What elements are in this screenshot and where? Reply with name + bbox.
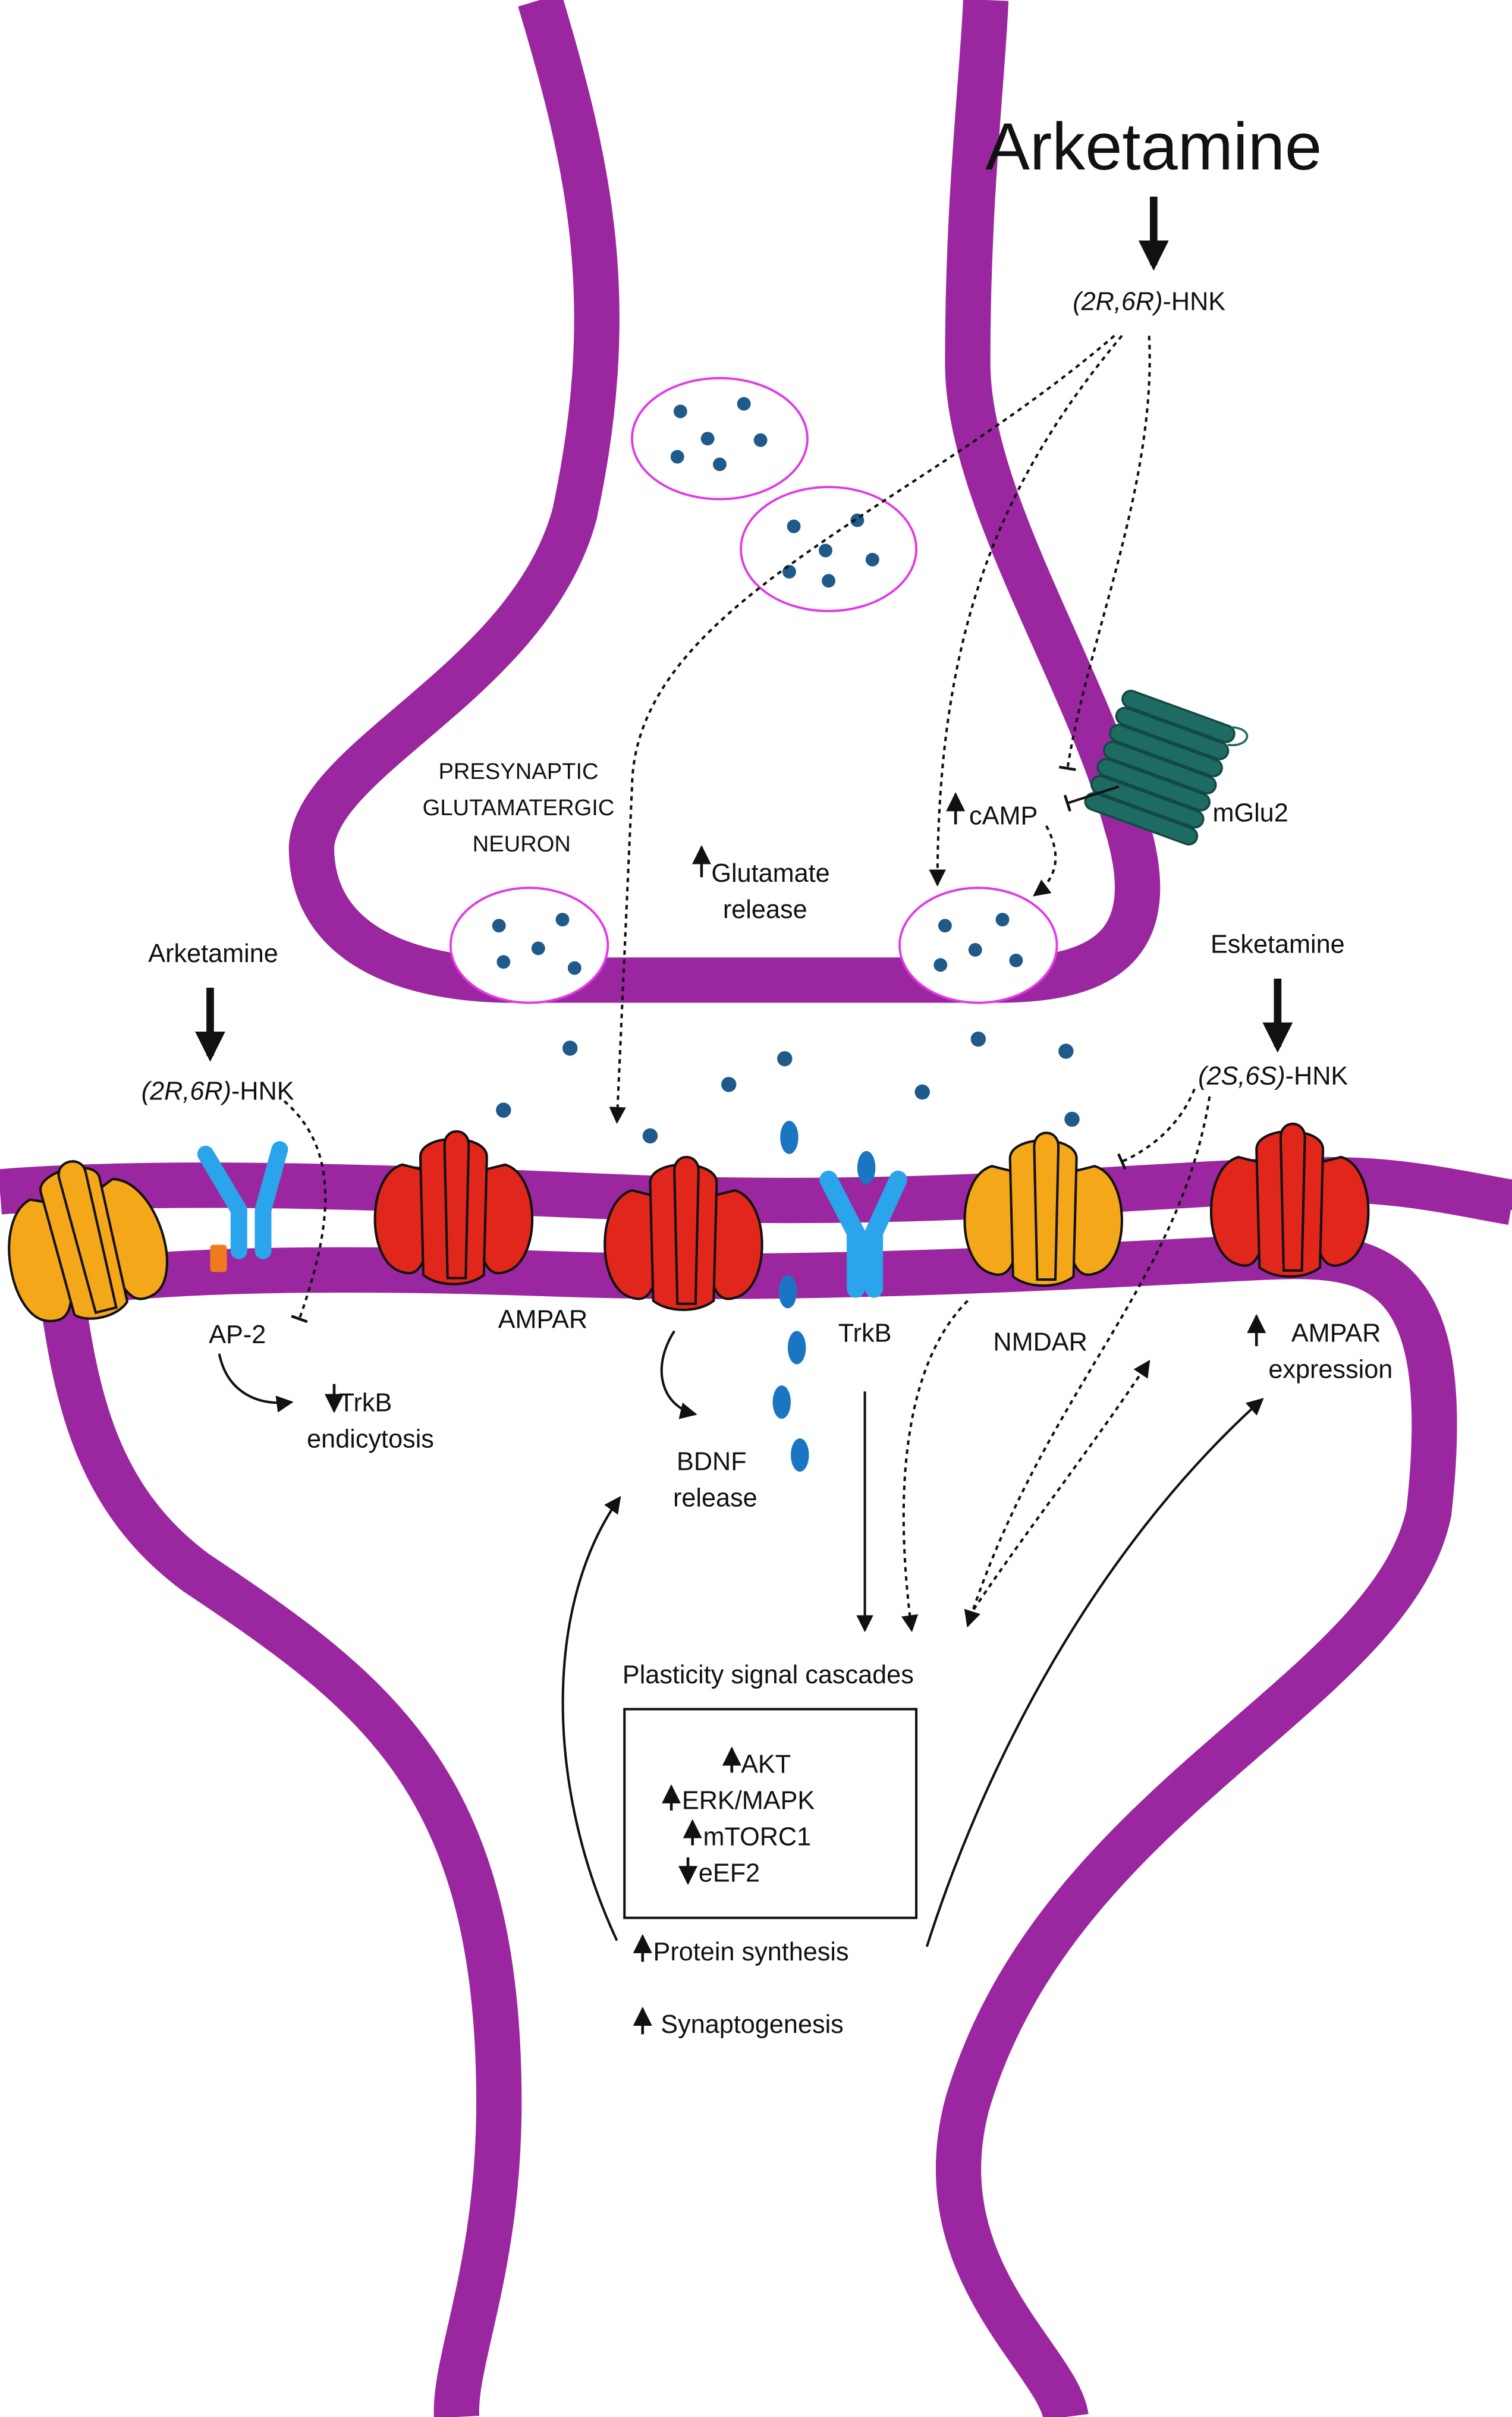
label-protein-synthesis: Protein synthesis	[653, 1938, 849, 1966]
label-ampar: AMPAR	[498, 1305, 587, 1334]
trkb-receptor-left	[197, 1141, 288, 1259]
arrow-hnk-to-vesicle	[929, 335, 1123, 887]
label-mglu2: mGlu2	[1212, 799, 1288, 827]
label-hnk-right: (2S,6S)-HNK	[1198, 1062, 1348, 1090]
vesicle	[740, 486, 917, 612]
label-camp: cAMP	[969, 802, 1038, 830]
inhibit-hnk-mglu2	[1058, 335, 1151, 771]
label-trkb: TrkB	[838, 1319, 892, 1347]
fusing-vesicle-right	[898, 887, 1058, 1004]
label-arketamine-left: Arketamine	[148, 939, 278, 968]
label-erk-mapk: ERK/MAPK	[682, 1786, 815, 1815]
trkb-receptor	[819, 1170, 907, 1298]
down-arrow-icon	[324, 1384, 698, 1885]
cascade-box	[623, 1708, 918, 1919]
inhibit-hnk-nmdar	[1117, 1088, 1196, 1170]
vesicle	[631, 377, 809, 501]
arrow-hnk-to-cascade	[964, 1096, 1211, 1628]
inhibit-hnk-ap2	[283, 1100, 327, 1324]
inhibit-mglu2-camp	[1063, 785, 1120, 812]
label-hnk-top: (2R,6R)-HNK	[1073, 287, 1225, 316]
label-arketamine-top: Arketamine	[985, 109, 1322, 184]
bdnf-molecules	[772, 1120, 876, 1472]
nmdar-receptor	[963, 1132, 1123, 1287]
arrow-protein-to-bdnf	[561, 1496, 621, 1941]
label-ampar-expression: AMPAR expression	[1268, 1319, 1392, 1384]
label-trkb-endocytosis: TrkB endicytosis	[307, 1388, 434, 1453]
label-presynaptic-neuron: PRESYNAPTIC GLUTAMATERGIC NEURON	[423, 759, 621, 857]
ampar-receptor	[603, 1156, 763, 1311]
arrow-ampar-to-bdnf	[660, 1330, 697, 1419]
fusing-vesicle-left	[449, 887, 609, 1004]
glutamate-molecules	[496, 1031, 1080, 1144]
label-nmdar: NMDAR	[993, 1328, 1087, 1357]
label-mtorc1: mTORC1	[703, 1822, 811, 1851]
label-hnk-left: (2R,6R)-HNK	[142, 1077, 294, 1105]
label-bdnf-release: BDNF release	[673, 1448, 757, 1513]
label-esketamine: Esketamine	[1211, 931, 1345, 959]
label-plasticity-cascades: Plasticity signal cascades	[623, 1661, 914, 1689]
postsynaptic-membrane	[37, 1282, 522, 2417]
ampar-receptor	[1210, 1123, 1370, 1278]
arrow-ap2-to-endocytosis	[218, 1353, 294, 1413]
nmdar-receptor	[8, 1160, 168, 1322]
up-arrow-icon	[633, 792, 1266, 2035]
label-synaptogenesis: Synaptogenesis	[661, 2010, 844, 2039]
ampar-receptor	[373, 1130, 534, 1285]
label-glutamate-release: Glutamate release	[711, 859, 837, 924]
arrow-protein-to-ampar	[925, 1398, 1264, 1947]
label-akt: AKT	[741, 1750, 791, 1778]
label-ap2: AP-2	[209, 1321, 266, 1349]
arrow-camp-to-vesicle	[1033, 825, 1057, 897]
label-eef2: eEF2	[699, 1859, 760, 1887]
mglu2-receptor	[1084, 690, 1249, 846]
arrow-nmdar-cascade-bidirectional	[966, 1360, 1150, 1620]
ap2-adaptor	[210, 1244, 227, 1272]
arrow-nmdar-to-cascade	[901, 1300, 969, 1633]
